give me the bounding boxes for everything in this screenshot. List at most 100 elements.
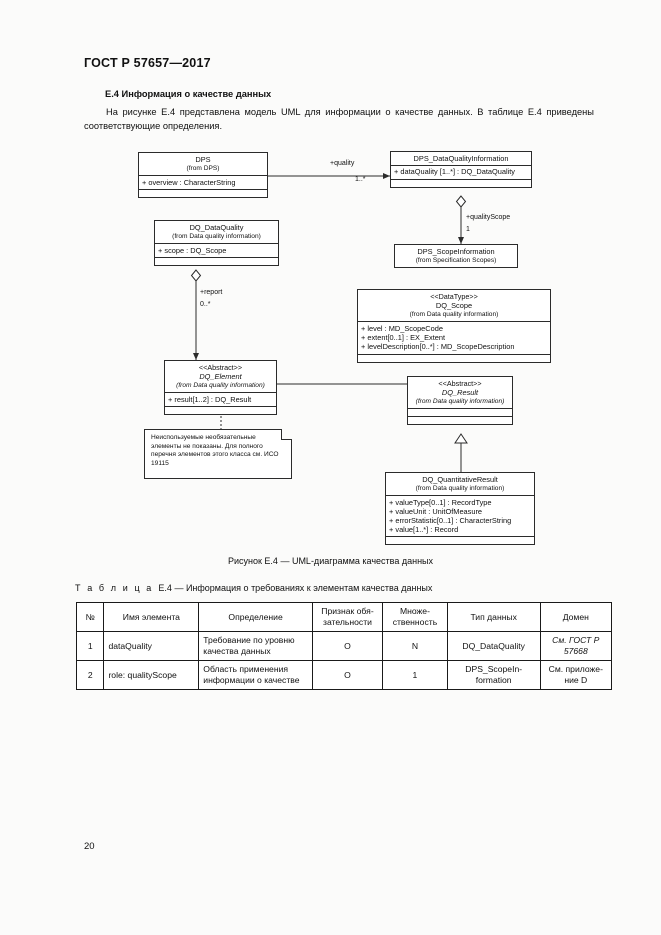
uml-class-dq-scope-from: (from Data quality information) [409,311,499,319]
cell-datatype: DPS_ScopeIn-formation [446,660,541,690]
table-caption-number: E.4 [158,583,172,593]
figure-caption: Рисунок E.4 — UML-диаграмма качества дан… [227,556,434,566]
uml-connectors [190,170,468,472]
uml-class-dq-scope-attributes: + level : MD_ScopeCode + extent[0..1] : … [358,321,550,353]
uml-note-text: Неиспользуемые необязательные элементы н… [151,434,279,467]
cell-num: 1 [75,631,105,661]
uml-class-dq-element-stereotype: <<Abstract>> [198,362,243,372]
uml-attribute: + dataQuality [1..*] : DQ_DataQuality [394,167,515,177]
uml-class-dps-dqi-header: DPS_DataQualityInformation [391,152,531,165]
uml-attribute: + scope : DQ_Scope [158,245,227,255]
uml-attribute: + valueType[0..1] : RecordType [389,497,492,507]
uml-class-dq-quantresult-from: (from Data quality information) [415,484,505,492]
table-header-domain: Домен [539,602,613,632]
uml-label-quality-role: +quality [330,160,355,167]
uml-class-dps-scopeinfo-from: (from Specification Scopes) [415,256,497,264]
uml-class-dq-scope-stereotype: <<DataType>> [430,291,478,301]
uml-class-dq-result-operations [408,416,512,424]
uml-class-dps: DPS (from DPS) + overview : CharacterStr… [138,152,268,198]
uml-class-dq-dataquality: DQ_DataQuality (from Data quality inform… [154,220,279,266]
uml-attribute: + valueUnit : UnitOfMeasure [389,506,483,516]
uml-class-dq-dataquality-header: DQ_DataQuality (from Data quality inform… [155,221,278,243]
uml-class-dps-dqi-name: DPS_DataQualityInformation [413,153,509,163]
standard-header: ГОСТ Р 57657—2017 [84,56,211,70]
uml-class-dq-scope: <<DataType>> DQ_Scope (from Data quality… [357,289,551,363]
section-paragraph-text: На рисунке E.4 представлена модель UML д… [84,107,594,131]
uml-class-dq-scope-operations [358,353,550,362]
table-header-definition: Определение [198,602,313,632]
uml-class-dq-dataquality-operations [155,256,278,265]
cell-multiplicity: 1 [382,660,448,690]
uml-attribute: + level : MD_ScopeCode [361,323,443,333]
uml-class-dps-scopeinfo-name: DPS_ScopeInformation [417,246,495,256]
uml-label-report-role: +report [200,289,223,296]
uml-label-quality-multiplicity: 1..* [355,176,366,183]
uml-attribute: + errorStatistic[0..1] : CharacterString [389,516,512,525]
table-row: 1 dataQuality Требование по уровню качес… [75,631,613,661]
cell-definition: Требование по уровню качества данных [198,631,313,661]
uml-attribute: + value[1..*] : Record [389,525,459,535]
uml-diagram: DPS (from DPS) + overview : CharacterStr… [0,148,661,548]
uml-class-dq-result: <<Abstract>> DQ_Result (from Data qualit… [407,376,513,426]
table-caption-text: — Информация о требованиях к элементам к… [174,583,433,593]
uml-class-dq-element-operations [165,406,276,414]
uml-class-dps-dqi-attributes: + dataQuality [1..*] : DQ_DataQuality [391,164,531,179]
uml-class-dq-quantresult-operations [386,536,534,544]
cell-datatype: DQ_DataQuality [446,631,541,661]
note-fold-corner [281,429,292,440]
uml-class-dq-result-from: (from Data quality information) [415,398,505,406]
uml-attribute: + overview : CharacterString [142,177,236,187]
uml-class-dq-dataquality-attributes: + scope : DQ_Scope [155,243,278,257]
uml-class-dps-scopeinformation: DPS_ScopeInformation (from Specification… [394,244,518,269]
uml-class-dps-header: DPS (from DPS) [139,153,267,175]
uml-class-dps-from: (from DPS) [186,164,220,172]
uml-label-qualityscope-role: +qualityScope [466,214,511,221]
uml-class-dq-element-attributes: + result[1..2] : DQ_Result [165,392,276,406]
cell-obligation: О [311,631,384,661]
section-title: E.4 Информация о качестве данных [105,89,272,99]
cell-element: role: qualityScope [103,660,200,690]
uml-class-dps-dqi-operations [391,178,531,187]
uml-class-dq-scope-name: DQ_Scope [435,300,473,310]
page-number: 20 [84,841,95,852]
uml-class-dq-quantresult-attributes: + valueType[0..1] : RecordType + valueUn… [386,495,534,536]
uml-class-dps-operations [139,188,267,197]
table-header-obligation: Признак обя-зательности [311,602,384,632]
uml-class-dq-quantresult-name: DQ_QuantitativeResult [422,474,498,484]
uml-class-dq-result-header: <<Abstract>> DQ_Result (from Data qualit… [408,377,512,408]
uml-label-report-multiplicity: 0..* [200,301,211,308]
uml-class-dq-element-header: <<Abstract>> DQ_Element (from Data quali… [165,361,276,392]
cell-obligation: О [311,660,384,690]
table-header-multiplicity: Множе-ственность [382,602,448,632]
uml-class-dq-element-name: DQ_Element [199,371,242,381]
cell-num: 2 [75,660,105,690]
table-caption-prefix: Т а б л и ц а [75,583,154,593]
cell-domain: См. приложе-ние D [539,660,613,690]
table-header-num: № [75,602,105,632]
uml-class-dq-element: <<Abstract>> DQ_Element (from Data quali… [164,360,277,416]
cell-multiplicity: N [382,631,448,661]
table-header-row: № Имя элемента Определение Признак обя-з… [75,602,613,632]
requirements-table: № Имя элемента Определение Признак обя-з… [75,602,613,690]
uml-class-dq-quantresult-header: DQ_QuantitativeResult (from Data quality… [386,473,534,495]
uml-class-dps-scopeinfo-header: DPS_ScopeInformation (from Specification… [395,245,517,267]
uml-class-dq-quantitativeresult: DQ_QuantitativeResult (from Data quality… [385,472,535,546]
uml-attribute: + result[1..2] : DQ_Result [168,394,252,404]
section-paragraph: На рисунке E.4 представлена модель UML д… [84,106,594,133]
uml-class-dq-result-stereotype: <<Abstract>> [438,378,482,388]
uml-attribute: + levelDescription[0..*] : MD_ScopeDescr… [361,342,515,352]
uml-class-dps-dataqualityinformation: DPS_DataQualityInformation + dataQuality… [390,151,532,188]
uml-note: Неиспользуемые необязательные элементы н… [144,429,292,479]
uml-attribute: + extent[0..1] : EX_Extent [361,333,446,343]
uml-class-dps-name: DPS [195,154,211,164]
uml-class-dq-result-attributes [408,408,512,416]
table-caption: Т а б л и ц а E.4 — Информация о требова… [75,583,432,593]
uml-label-qualityscope-multiplicity: 1 [466,226,470,233]
cell-element: dataQuality [103,631,200,661]
uml-class-dq-scope-header: <<DataType>> DQ_Scope (from Data quality… [358,290,550,321]
table-row: 2 role: qualityScope Область применения … [75,660,613,690]
cell-domain: См. ГОСТ Р 57668 [539,631,613,661]
table-header-element: Имя элемента [103,602,200,632]
uml-class-dq-element-from: (from Data quality information) [176,382,265,390]
